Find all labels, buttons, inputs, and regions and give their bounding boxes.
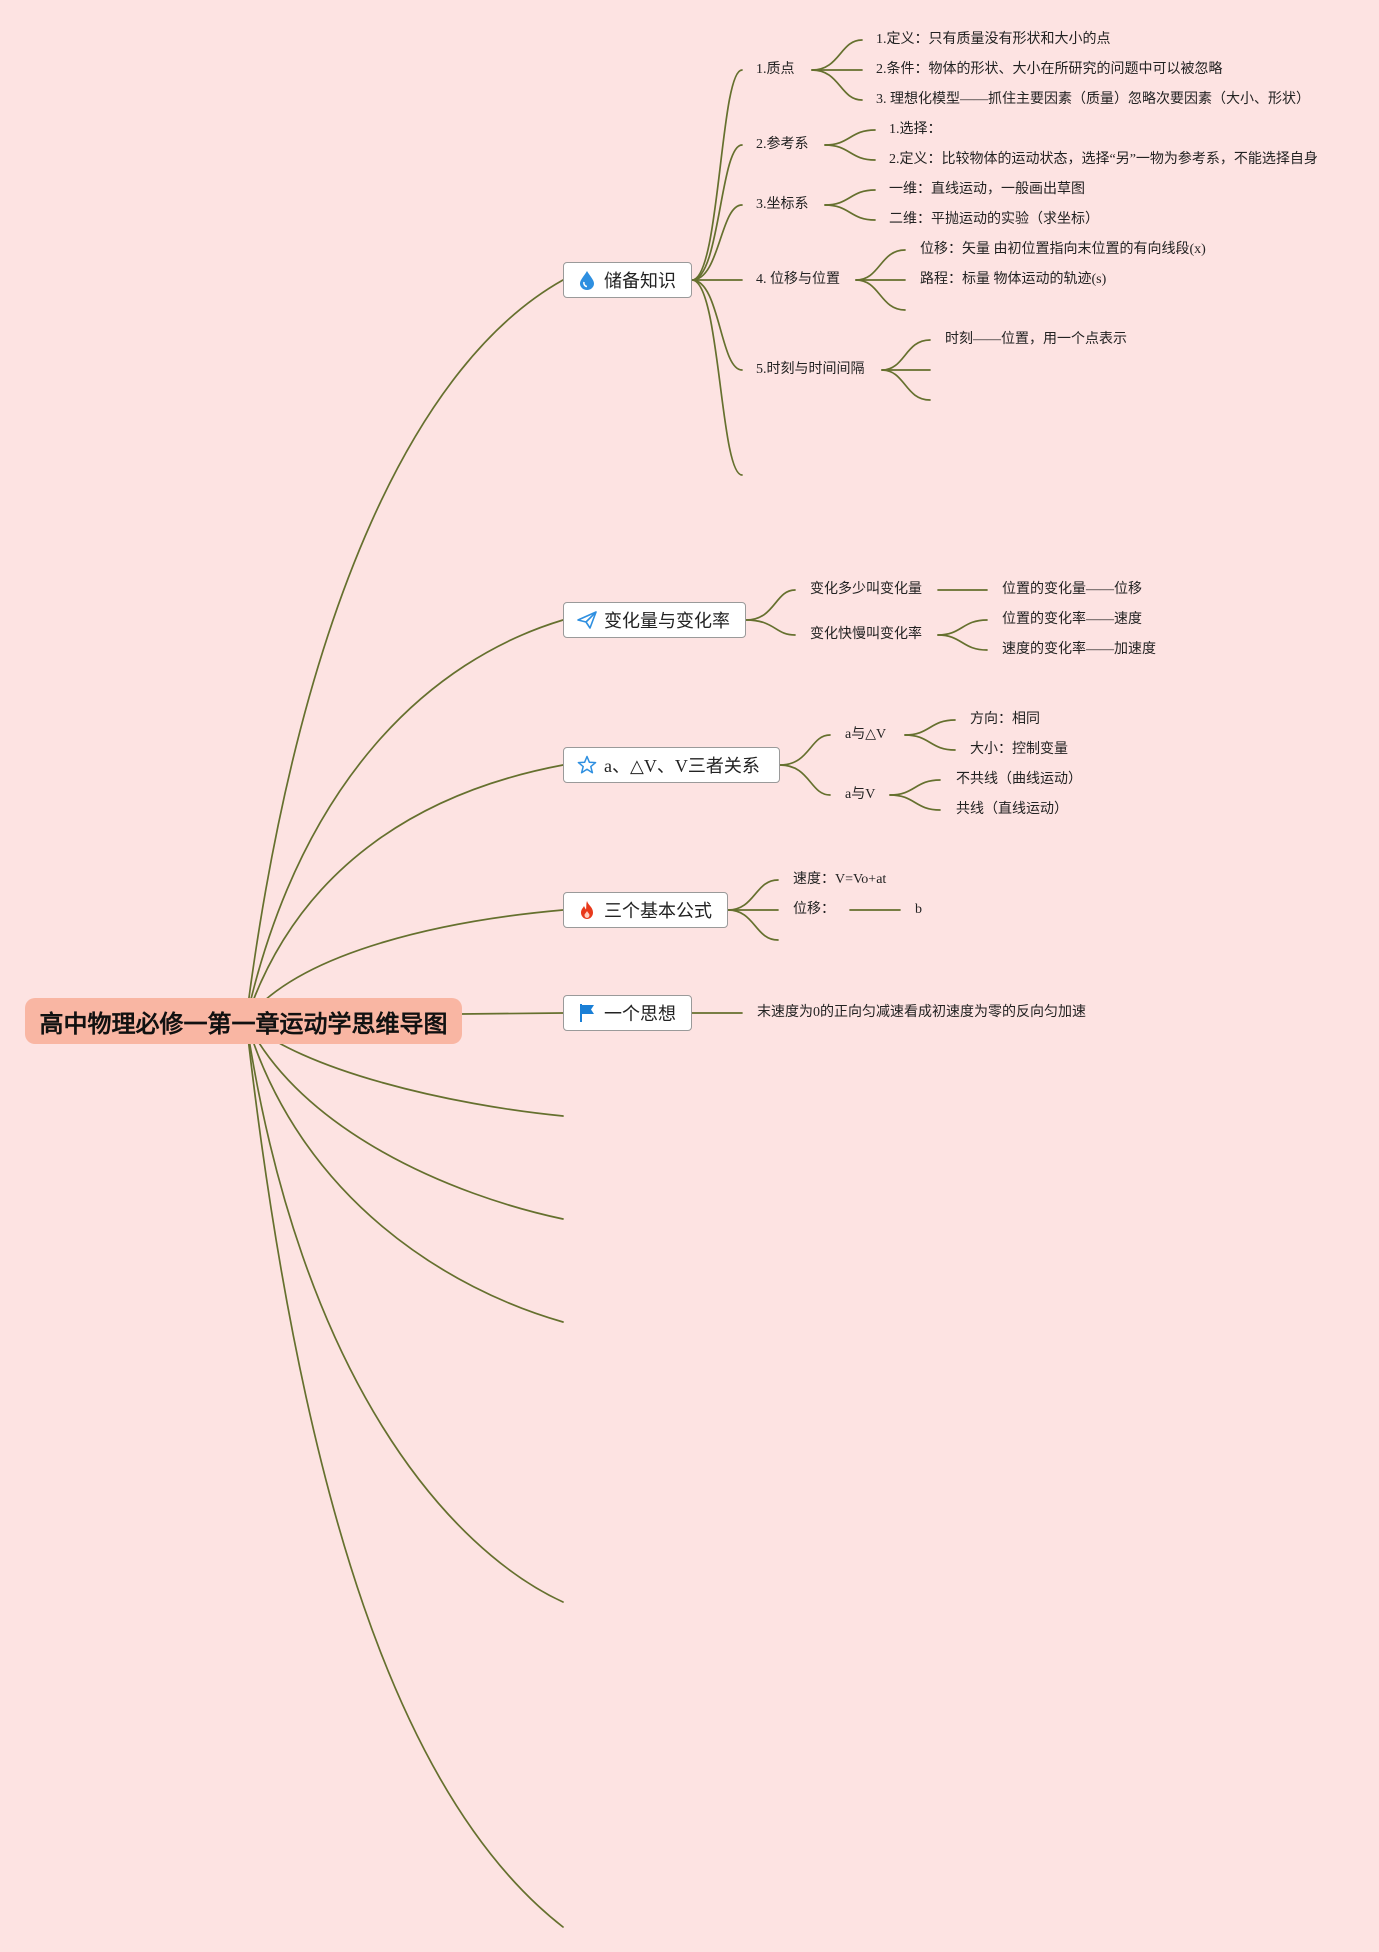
node-non-collinear[interactable]: 不共线（曲线运动）	[956, 772, 1082, 787]
branch-label: 变化量与变化率	[604, 611, 730, 631]
node-displacement-formula[interactable]: 位移：	[793, 902, 835, 917]
node-change-rate[interactable]: 变化快慢叫变化率	[810, 627, 922, 642]
node-displacement-position[interactable]: 4. 位移与位置	[756, 272, 840, 287]
node-collinear[interactable]: 共线（直线运动）	[956, 802, 1068, 817]
node-size-control[interactable]: 大小：控制变量	[970, 742, 1068, 757]
node-reference-frame[interactable]: 2.参考系	[756, 137, 809, 152]
branch-label: 储备知识	[604, 271, 676, 291]
node-moment-interval[interactable]: 5.时刻与时间间隔	[756, 362, 865, 377]
branch-three-formulas[interactable]: 三个基本公式	[563, 892, 728, 928]
node-particle-ideal-model[interactable]: 3. 理想化模型——抓住主要因素（质量）忽略次要因素（大小、形状）	[876, 92, 1310, 107]
root-topic[interactable]: 高中物理必修一第一章运动学思维导图	[25, 998, 462, 1044]
node-position-change[interactable]: 位置的变化量——位移	[1002, 582, 1142, 597]
node-coordinate-1d[interactable]: 一维：直线运动，一般画出草图	[889, 182, 1085, 197]
node-a-and-dv[interactable]: a与△V	[845, 727, 887, 742]
node-displacement-formula-b[interactable]: b	[915, 902, 922, 917]
branch-label: 一个思想	[604, 1004, 676, 1024]
branch-label: a、△V、V三者关系	[604, 756, 760, 776]
branch-a-dv-v-relationship[interactable]: a、△V、V三者关系	[563, 747, 780, 783]
node-path-length[interactable]: 路程：标量 物体运动的轨迹(s)	[920, 272, 1107, 287]
node-moment[interactable]: 时刻——位置，用一个点表示	[945, 332, 1127, 347]
paper-plane-icon	[576, 609, 598, 631]
node-coordinate-2d[interactable]: 二维：平抛运动的实验（求坐标）	[889, 212, 1099, 227]
node-particle-condition[interactable]: 2.条件：物体的形状、大小在所研究的问题中可以被忽略	[876, 62, 1223, 77]
node-particle-definition[interactable]: 1.定义：只有质量没有形状和大小的点	[876, 32, 1111, 47]
node-coordinate-system[interactable]: 3.坐标系	[756, 197, 809, 212]
node-direction-same[interactable]: 方向：相同	[970, 712, 1040, 727]
branch-reserve-knowledge[interactable]: 储备知识	[563, 262, 692, 298]
star-icon	[576, 754, 598, 776]
node-particle[interactable]: 1.质点	[756, 62, 795, 77]
water-drop-icon	[576, 269, 598, 291]
fire-icon	[576, 899, 598, 921]
branch-change-amount-rate[interactable]: 变化量与变化率	[563, 602, 746, 638]
node-velocity-change-rate[interactable]: 速度的变化率——加速度	[1002, 642, 1156, 657]
branch-label: 三个基本公式	[604, 901, 712, 921]
node-displacement-vector[interactable]: 位移：矢量 由初位置指向末位置的有向线段(x)	[920, 242, 1206, 257]
flag-icon	[576, 1002, 598, 1024]
node-position-change-rate[interactable]: 位置的变化率——速度	[1002, 612, 1142, 627]
node-reverse-thinking[interactable]: 末速度为0的正向匀减速看成初速度为零的反向匀加速	[757, 1005, 1086, 1020]
node-velocity-formula[interactable]: 速度：V=Vo+at	[793, 872, 887, 887]
node-a-and-v[interactable]: a与V	[845, 787, 876, 802]
node-reference-frame-definition[interactable]: 2.定义：比较物体的运动状态，选择“另”一物为参考系，不能选择自身	[889, 152, 1318, 167]
node-reference-frame-choose[interactable]: 1.选择：	[889, 122, 942, 137]
node-change-amount[interactable]: 变化多少叫变化量	[810, 582, 922, 597]
branch-one-idea[interactable]: 一个思想	[563, 995, 692, 1031]
connector-lines	[245, 39, 988, 1928]
